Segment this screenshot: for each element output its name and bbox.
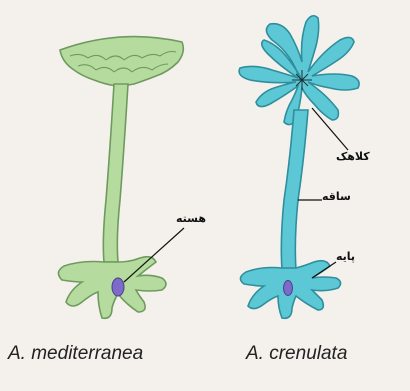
nucleus-leader-line	[124, 228, 184, 282]
mediterranea-stalk	[103, 84, 128, 262]
species-label-left: A. mediterranea	[8, 343, 143, 365]
cap-label: کلاهک	[336, 150, 370, 163]
crenulata-cell	[239, 16, 359, 319]
species-label-right: A. crenulata	[246, 343, 347, 365]
stalk-label: ساقه	[322, 190, 351, 203]
crenulata-cap	[239, 16, 359, 125]
crenulata-nucleus	[284, 281, 293, 296]
rhizoid-label: پایه	[336, 250, 355, 263]
crenulata-stalk	[281, 110, 308, 270]
mediterranea-nucleus	[112, 278, 124, 296]
nucleus-label: هسته	[176, 212, 206, 225]
mediterranea-cell	[58, 37, 184, 319]
mediterranea-cap	[60, 37, 183, 86]
